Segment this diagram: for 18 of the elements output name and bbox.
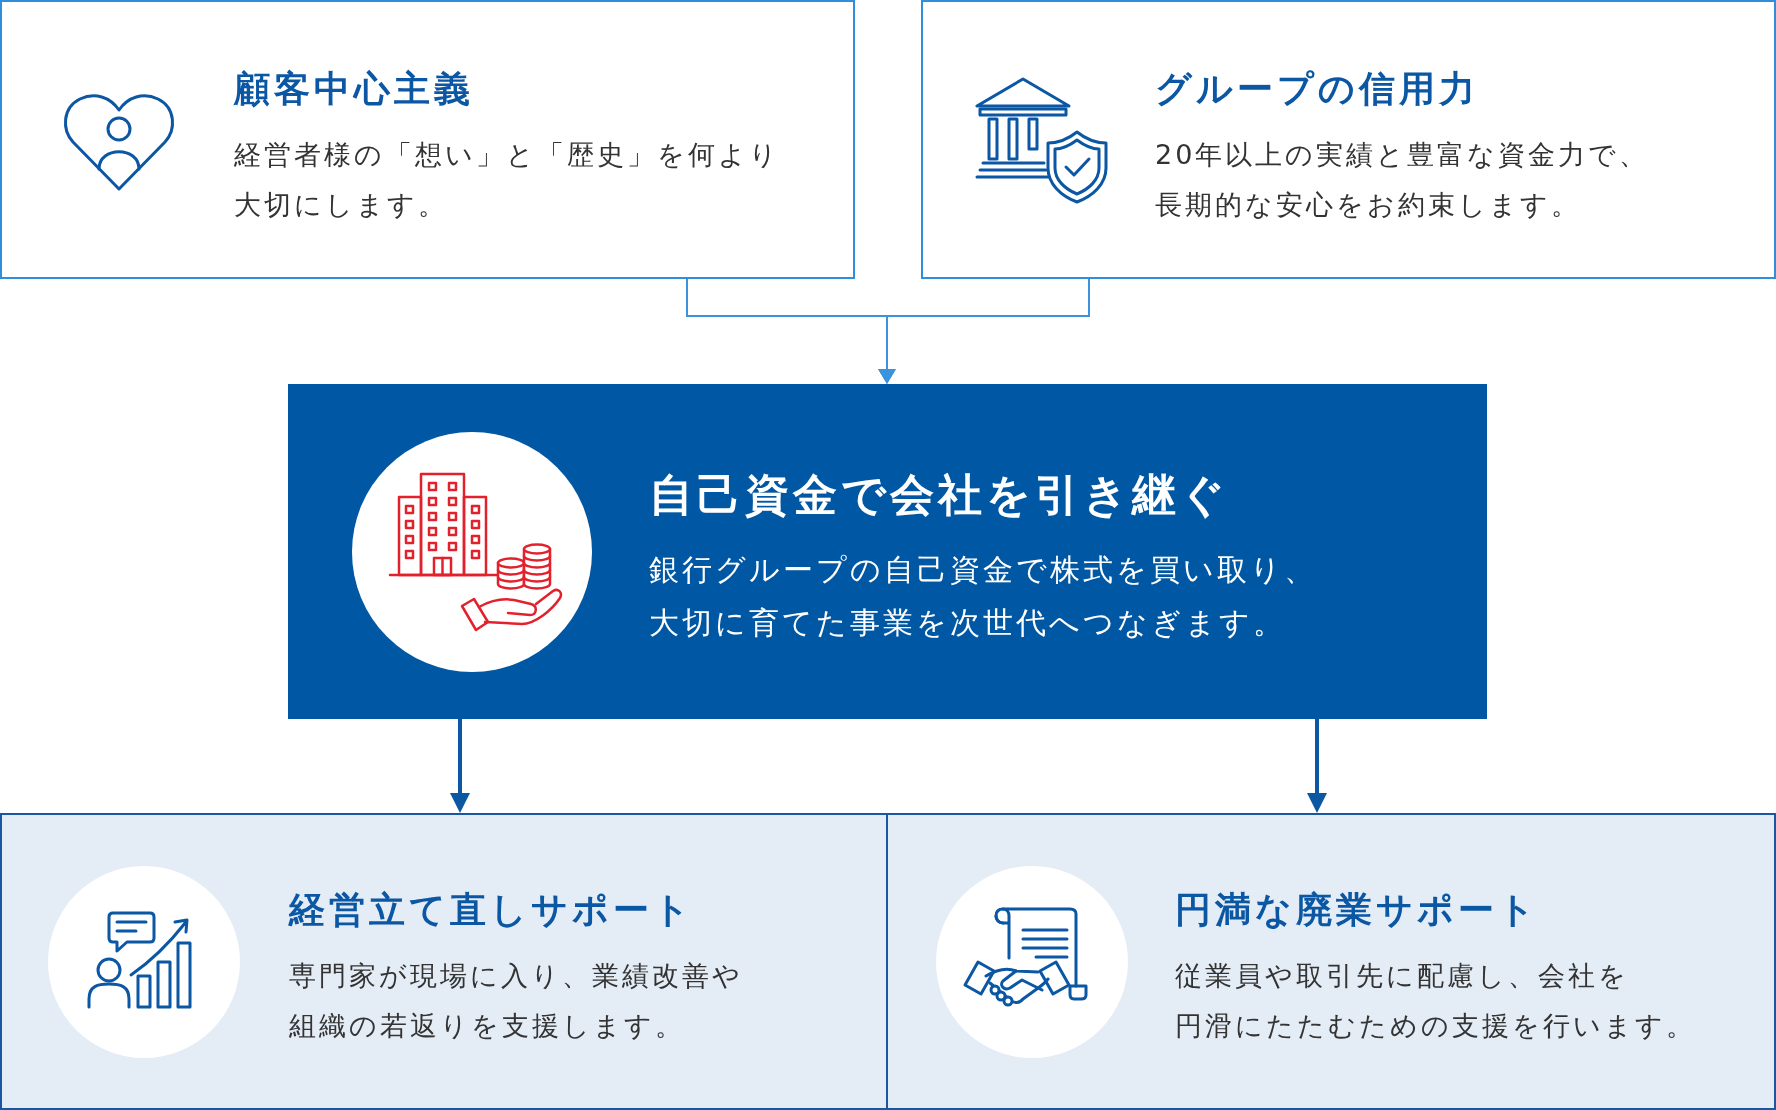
box-text: 銀行グループの自己資金で株式を買い取り、大切に育てた事業を次世代へつなぎます。 [649,551,1317,642]
arrow [450,719,470,813]
box-text: 従業員や取引先に配慮し、会社を円滑にたたむための支援を行います。 [1175,959,1696,1043]
box-heading: 円満な廃業サポート [1175,888,1539,932]
info-box [0,0,855,279]
box-heading: 自己資金で会社を引き継ぐ [649,468,1229,522]
box-text: 経営者様の「想い」と「歴史」を何より大切にします。 [234,138,780,222]
box-heading: 顧客中心主義 [234,67,474,111]
box-text: 専門家が現場に入り、業績改善や組織の若返りを支援します。 [289,959,743,1043]
box-heading: グループの信用力 [1155,67,1479,111]
box-text: 20年以上の実績と豊富な資金力で、長期的な安心をお約束します。 [1155,138,1650,222]
feature-panel [288,384,1487,719]
support-box [888,813,1776,1110]
arrow [878,278,1090,384]
arrow [1307,719,1327,813]
box-heading: 経営立て直しサポート [289,888,694,932]
support-box [0,813,888,1110]
info-box [921,0,1776,279]
